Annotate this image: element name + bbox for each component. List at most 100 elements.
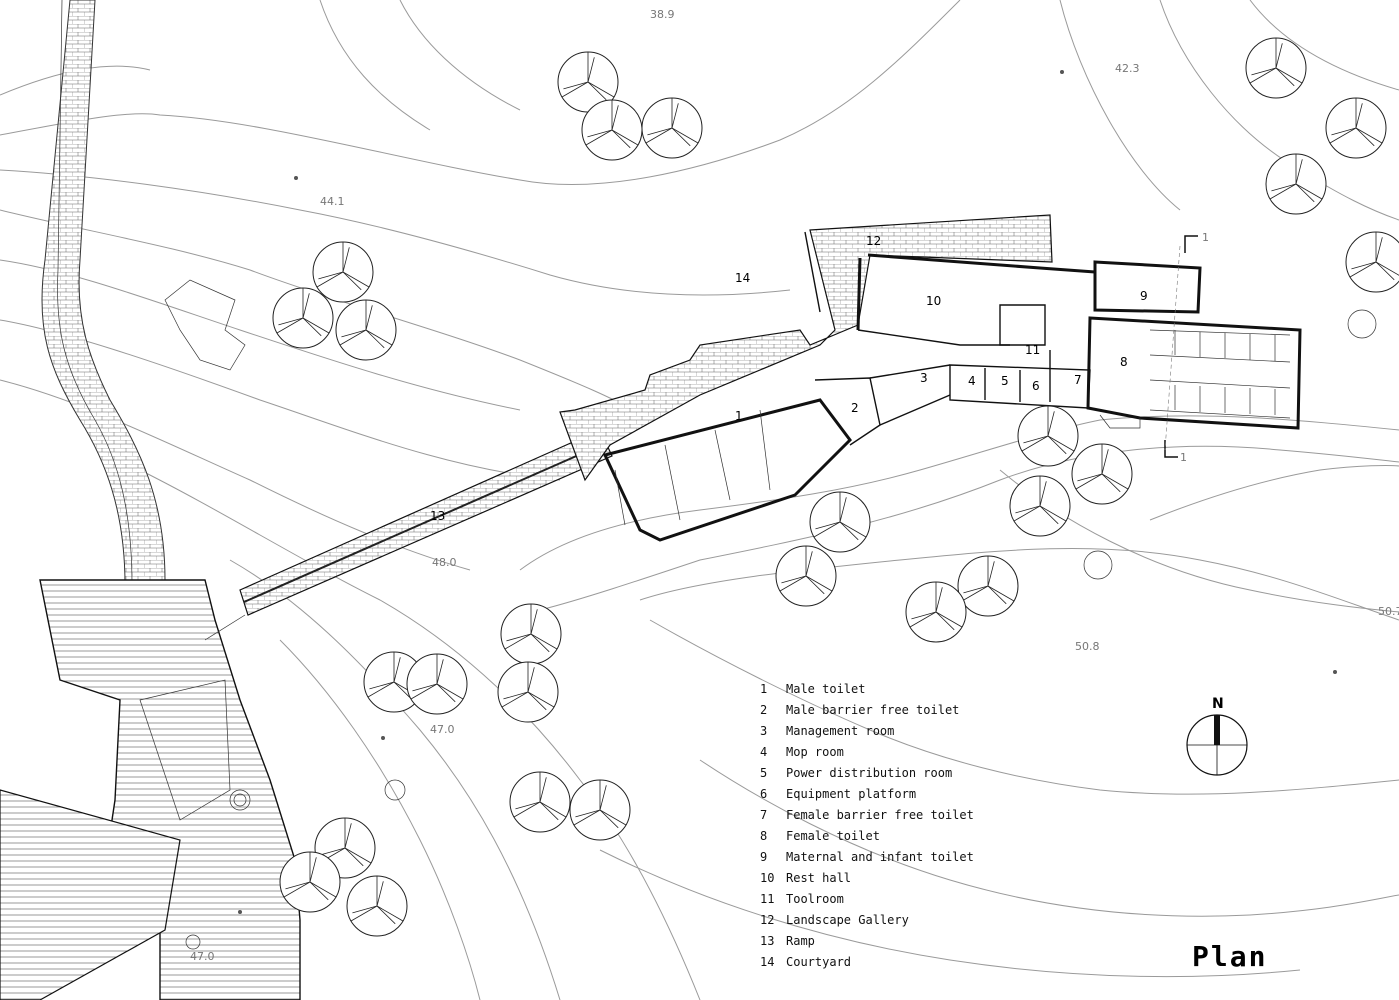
trees <box>272 37 1399 937</box>
tree-icon <box>272 287 334 349</box>
legend-number: 13 <box>760 934 775 948</box>
legend-item: 9 Maternal and infant toilet <box>760 847 974 868</box>
legend-item: 4 Mop room <box>760 742 974 763</box>
legend-label: Rest hall <box>786 871 852 885</box>
room-labels: 1 2 3 4 5 6 7 8 9 10 11 12 13 14 <box>430 234 1148 523</box>
legend-label: Male toilet <box>786 682 866 696</box>
room-label-1: 1 <box>735 409 743 423</box>
tree-icon <box>497 661 559 723</box>
room-label-11: 11 <box>1025 343 1040 357</box>
legend-label: Maternal and infant toilet <box>786 850 974 864</box>
legend-item: 3 Management room <box>760 721 974 742</box>
room-label-9: 9 <box>1140 289 1148 303</box>
tree-icon <box>1245 37 1307 99</box>
tree-icon <box>406 653 468 715</box>
paved-path <box>41 0 166 586</box>
room-label-5: 5 <box>1001 374 1009 388</box>
room-label-8: 8 <box>1120 355 1128 369</box>
ramp <box>204 429 613 641</box>
tree-icon <box>957 555 1019 617</box>
tree-icon <box>1345 231 1399 293</box>
tree-icon <box>509 771 571 833</box>
legend-number: 14 <box>760 955 775 969</box>
elevation-label: 42.3 <box>1115 62 1140 75</box>
room-label-10: 10 <box>926 294 941 308</box>
tree-icon <box>279 851 341 913</box>
legend-label: Female barrier free toilet <box>786 808 974 822</box>
tree-icon <box>809 491 871 553</box>
section-mark-top: 1 <box>1202 231 1209 244</box>
legend-number: 12 <box>760 913 775 927</box>
tree-icon <box>335 299 397 361</box>
tree-icon <box>1017 405 1079 467</box>
legend-item: 11 Toolroom <box>760 889 974 910</box>
room-label-6: 6 <box>1032 379 1040 393</box>
room-label-13: 13 <box>430 509 445 523</box>
legend-label: Management room <box>786 724 895 738</box>
legend-item: 8 Female toilet <box>760 826 974 847</box>
legend-number: 10 <box>760 871 775 885</box>
legend-label: Landscape Gallery <box>786 913 909 927</box>
building-walls <box>602 253 1302 542</box>
legend-item: 1 Male toilet <box>760 679 974 700</box>
legend-label: Equipment platform <box>786 787 917 801</box>
legend-item: 7 Female barrier free toilet <box>760 805 974 826</box>
elevation-label: 38.9 <box>650 8 675 21</box>
tree-icon <box>500 603 562 665</box>
tree-icon <box>312 241 374 303</box>
room-label-4: 4 <box>968 374 976 388</box>
legend-label: Toolroom <box>786 892 844 906</box>
legend-item: 5 Power distribution room <box>760 763 974 784</box>
landscape-gallery <box>559 214 1053 482</box>
tree-icon <box>569 779 631 841</box>
legend-item: 13 Ramp <box>760 931 974 952</box>
tree-icon <box>775 545 837 607</box>
legend-number: 1 <box>760 682 768 696</box>
legend-item: 6 Equipment platform <box>760 784 974 805</box>
elevation-marks: 38.9 42.3 44.1 48.0 47.0 50.8 50.7 47.0 <box>190 8 1399 963</box>
legend-item: 14 Courtyard <box>760 952 974 973</box>
north-arrow: N <box>1186 696 1248 776</box>
legend-number: 8 <box>760 829 768 843</box>
deck-platforms <box>0 579 301 1000</box>
tree-icon <box>581 99 643 161</box>
plan-title: Plan <box>1192 940 1268 973</box>
legend-item: 12 Landscape Gallery <box>760 910 974 931</box>
legend-label: Ramp <box>786 934 815 948</box>
section-mark-bottom: 1 <box>1180 451 1187 464</box>
legend-number: 3 <box>760 724 768 738</box>
tree-icon <box>1071 443 1133 505</box>
elevation-label: 47.0 <box>430 723 455 736</box>
elevation-label: 44.1 <box>320 195 345 208</box>
elevation-label: 50.8 <box>1075 640 1100 653</box>
legend-item: 10 Rest hall <box>760 868 974 889</box>
elevation-label: 47.0 <box>190 950 215 963</box>
room-label-3: 3 <box>920 371 928 385</box>
tree-icon <box>1265 153 1327 215</box>
legend-label: Female toilet <box>786 829 880 843</box>
legend-number: 6 <box>760 787 768 801</box>
legend-number: 9 <box>760 850 768 864</box>
elevation-label: 48.0 <box>432 556 457 569</box>
tree-icon <box>346 875 408 937</box>
legend-label: Male barrier free toilet <box>786 703 960 717</box>
legend-number: 11 <box>760 892 775 906</box>
tree-icon <box>905 581 967 643</box>
tree-icon <box>641 97 703 159</box>
legend-number: 5 <box>760 766 768 780</box>
room-label-14: 14 <box>735 271 750 285</box>
legend-label: Courtyard <box>786 955 852 969</box>
room-label-7: 7 <box>1074 373 1082 387</box>
legend-label: Mop room <box>786 745 844 759</box>
room-label-12: 12 <box>866 234 881 248</box>
outbuilding-outline <box>164 279 246 371</box>
legend-number: 4 <box>760 745 768 759</box>
legend-label: Power distribution room <box>786 766 953 780</box>
legend-number: 7 <box>760 808 768 822</box>
tree-icon <box>1325 97 1387 159</box>
north-label: N <box>1212 696 1224 712</box>
tree-icon <box>1009 475 1071 537</box>
section-marks: 1 1 <box>1164 231 1209 464</box>
